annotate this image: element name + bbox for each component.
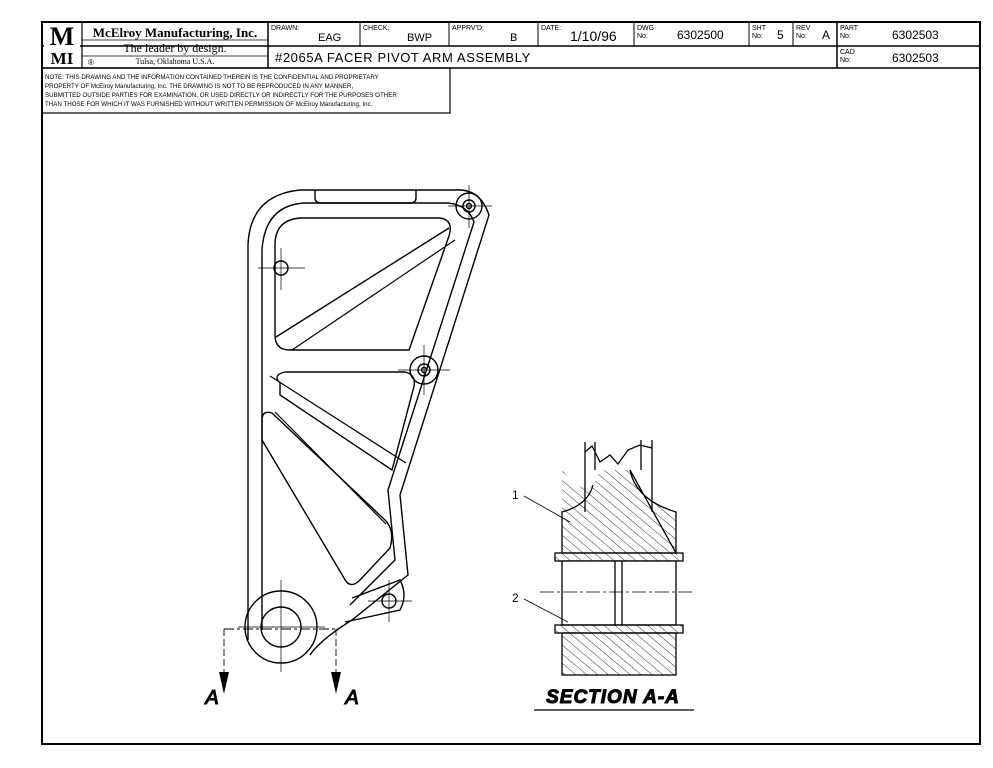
callout-2-leader: [523, 598, 569, 623]
check-value: BWP: [407, 32, 432, 44]
callout-1-leader: [523, 495, 571, 523]
lower-pocket: [261, 411, 393, 586]
confidentiality-note: NOTE: THIS DRAWING AND THE INFORMATION C…: [41, 67, 451, 114]
date-value: 1/10/96: [570, 28, 617, 44]
sht-value: 5: [777, 28, 784, 42]
section-cut-line: [219, 628, 341, 694]
callout-2: 2: [512, 591, 519, 605]
rev-label-2: No:: [796, 33, 807, 40]
sleeve-bottom: [554, 624, 684, 634]
sheet-border: [41, 21, 981, 745]
cad-label-2: No:: [840, 57, 851, 64]
rev-label-1: REV: [796, 25, 811, 32]
apprvd-label: APPRV'D:: [452, 25, 484, 32]
drawn-label: DRAWN:: [271, 25, 299, 32]
note-line-4: THAN THOSE FOR WHICH IT WAS FURNISHED WI…: [45, 101, 373, 108]
dwg-label-1: DWG: [637, 25, 654, 32]
section-mark-left: A: [204, 687, 218, 709]
bottom-lug: [344, 579, 405, 623]
part-label-1: PART: [840, 25, 859, 32]
apprvd-value: B: [510, 32, 517, 44]
company-name-text: McElroy Manufacturing, Inc.: [93, 25, 257, 40]
company-location: Tulsa, Oklahoma U.S.A.: [136, 57, 215, 66]
registered-mark: ®: [88, 58, 94, 67]
note-line-2: PROPERTY OF McElroy Manufacturing, Inc. …: [45, 83, 353, 90]
section-view: [523, 440, 695, 676]
bottom-block: [561, 632, 677, 676]
note-line-1: NOTE: THIS DRAWING AND THE INFORMATION C…: [45, 74, 379, 81]
company-slogan: The leader by design.: [123, 41, 226, 55]
logo-text-bottom: MI: [51, 49, 74, 68]
title-block: M MI ® McElroy Manufacturing, Inc. The l…: [42, 22, 980, 69]
cad-value: 6302503: [892, 51, 939, 65]
sleeve-top: [554, 552, 684, 562]
cad-label-1: CAD: [840, 49, 855, 56]
top-slot: [314, 190, 417, 204]
dwg-label-2: No:: [637, 33, 648, 40]
sht-label-1: SHT: [752, 25, 767, 32]
drawing-title: #2065A FACER PIVOT ARM ASSEMBLY: [275, 50, 531, 65]
date-label: DATE:: [541, 25, 561, 32]
section-title: SECTION A-A: [546, 687, 680, 708]
arm-inner-outline: [261, 202, 475, 630]
callout-1: 1: [512, 488, 519, 502]
upper-pocket: [274, 217, 452, 351]
note-line-3: SUBMITTED OUTSIDE PARTIES FOR EXAMINATIO…: [45, 92, 397, 99]
arm-outer-outline: [247, 189, 490, 656]
pivot-arm-view: [238, 185, 492, 672]
section-mark-right: A: [344, 687, 358, 709]
rev-value: A: [822, 28, 830, 42]
sht-label-2: No:: [752, 33, 763, 40]
part-value: 6302503: [892, 28, 939, 42]
company-logo: M MI: [44, 22, 80, 68]
part-label-2: No:: [840, 33, 851, 40]
check-label: CHECK:: [363, 25, 390, 32]
drawn-value: EAG: [318, 32, 341, 44]
bore: [561, 560, 677, 626]
logo-text-top: M: [50, 22, 75, 51]
middle-pocket: [276, 371, 416, 472]
break-line: [584, 444, 653, 466]
dwg-value: 6302500: [677, 28, 724, 42]
